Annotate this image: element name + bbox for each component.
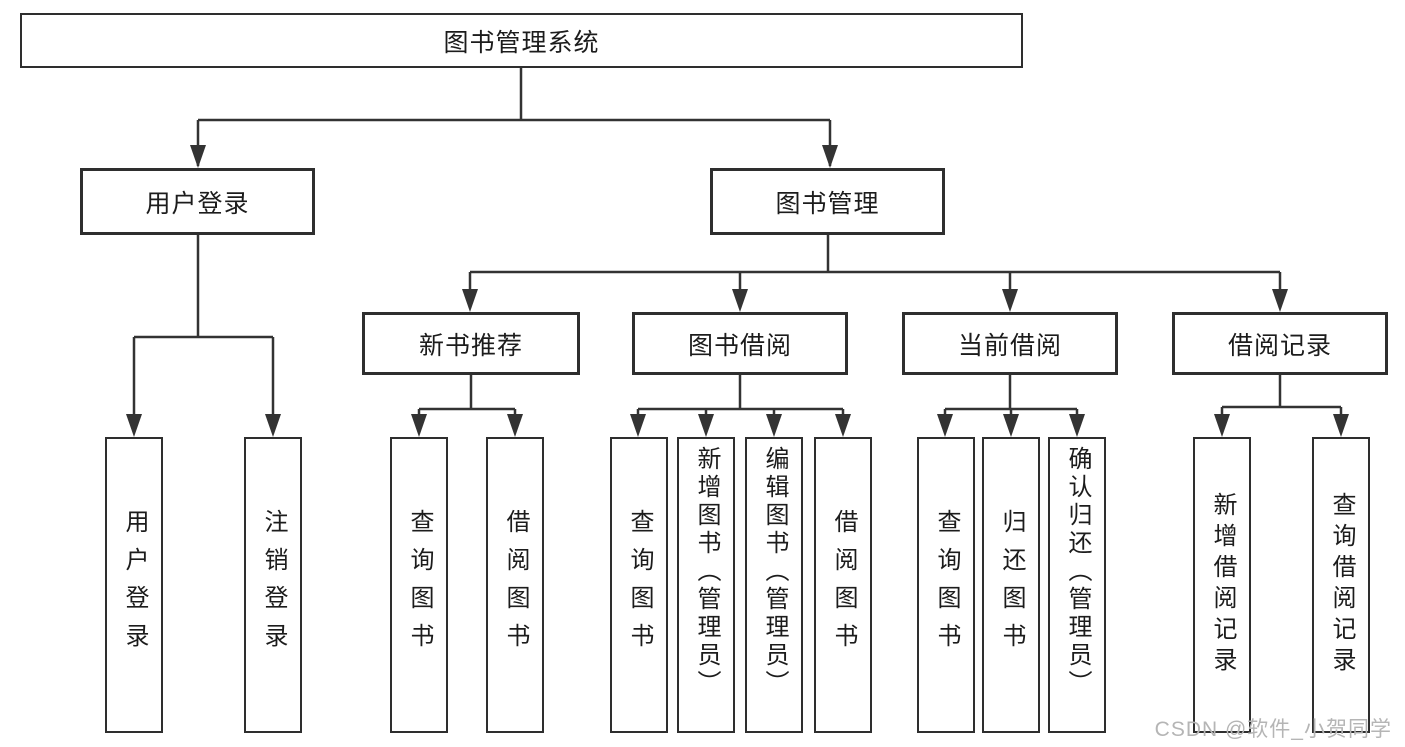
node-confirm-return-admin: 确认归还（管理员） <box>1048 437 1106 733</box>
arrowheads <box>126 145 1349 437</box>
node-user-login-action: 用户登录 <box>105 437 163 733</box>
node-query-borrow-record: 查询借阅记录 <box>1312 437 1370 733</box>
node-logout-action: 注销登录 <box>244 437 302 733</box>
node-current-borrowing: 当前借阅 <box>902 312 1118 375</box>
node-edit-book-admin: 编辑图书（管理员） <box>745 437 803 733</box>
node-user-login: 用户登录 <box>80 168 315 235</box>
node-query-books-recommend: 查询图书 <box>390 437 448 733</box>
node-book-borrowing: 图书借阅 <box>632 312 848 375</box>
node-borrow-books-recommend: 借阅图书 <box>486 437 544 733</box>
node-add-book-admin: 新增图书（管理员） <box>677 437 735 733</box>
node-query-books-current: 查询图书 <box>917 437 975 733</box>
node-borrowing-records: 借阅记录 <box>1172 312 1388 375</box>
csdn-watermark: CSDN @软件_小贺同学 <box>1154 718 1392 741</box>
node-add-borrow-record: 新增借阅记录 <box>1193 437 1251 733</box>
node-borrow-books-borrowing: 借阅图书 <box>814 437 872 733</box>
node-book-management: 图书管理 <box>710 168 945 235</box>
node-return-books: 归还图书 <box>982 437 1040 733</box>
node-new-book-recommendation: 新书推荐 <box>362 312 580 375</box>
node-root-system: 图书管理系统 <box>20 13 1023 68</box>
node-query-books-borrowing: 查询图书 <box>610 437 668 733</box>
